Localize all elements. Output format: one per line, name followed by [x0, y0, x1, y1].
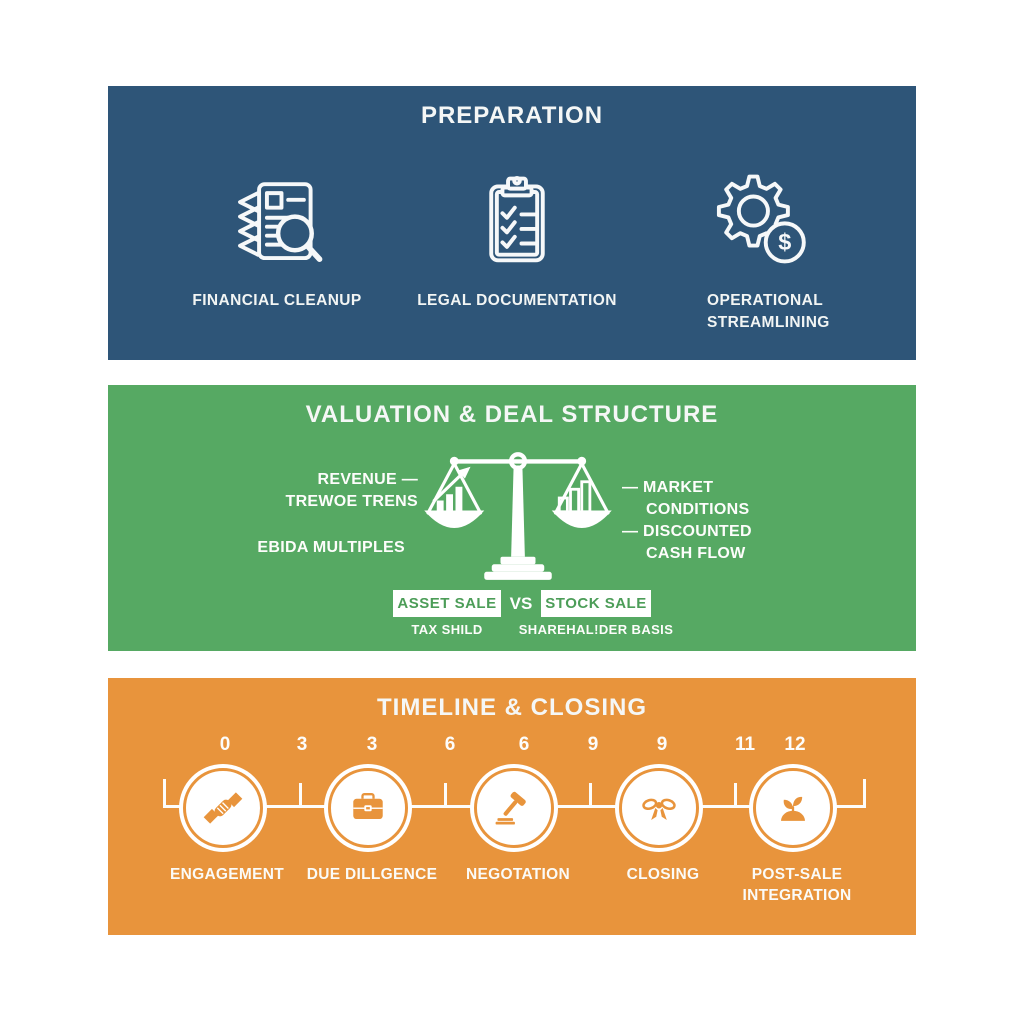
valuation-section: VALUATION & DEAL STRUCTURE [108, 385, 916, 651]
negotiation-label: NEGOTATION [465, 866, 571, 883]
month-tick-3: 6 [444, 734, 456, 755]
shareholder-basis-caption: SHAREHAL!DER BASIS [518, 622, 674, 637]
month-tick-1: 3 [296, 734, 308, 755]
revenue-trends-label: REVENUE — TREWOE TRENS [285, 471, 418, 510]
handshake-icon [203, 792, 243, 824]
closing-label: CLOSING [626, 866, 700, 883]
month-tick-0: 0 [219, 734, 231, 755]
due-diligence-circle [328, 768, 408, 848]
closing-circle [619, 768, 699, 848]
preparation-section: PREPARATION [108, 86, 916, 360]
financial-cleanup-label: FINANCIAL CLEANUP [192, 292, 362, 309]
timeline-tick [589, 783, 592, 806]
engagement-circle [183, 768, 263, 848]
clipboard-checklist-icon [461, 164, 573, 276]
engagement-label: ENGAGEMENT [169, 866, 285, 883]
gear-dollar-icon: $ [703, 164, 815, 276]
timeline-tick [299, 783, 302, 806]
month-tick-7: 11 [734, 734, 756, 755]
month-tick-5: 9 [587, 734, 599, 755]
dollar-glyph: $ [778, 229, 791, 255]
documents-magnifier-icon [221, 164, 333, 276]
month-tick-8: 12 [784, 734, 806, 755]
sprout-icon [781, 796, 805, 821]
negotiation-circle [474, 768, 554, 848]
timeline-section: TIMELINE & CLOSING 0 3 3 6 6 9 9 11 12 [108, 678, 916, 935]
operational-streamlining-label: OPERATIONAL STREAMLINING [707, 292, 830, 331]
timeline-start-tick [163, 779, 166, 806]
month-tick-6: 9 [656, 734, 668, 755]
post-sale-integration-label: POST-SALE INTEGRATION [742, 866, 852, 904]
post-sale-circle [753, 768, 833, 848]
discounted-cash-flow-label: — DISCOUNTED CASH FLOW [622, 523, 752, 562]
timeline-title: TIMELINE & CLOSING [377, 694, 647, 721]
asset-sale-box: ASSET SALE [393, 590, 501, 617]
market-conditions-label: — MARKET CONDITIONS [622, 479, 750, 518]
briefcase-icon [353, 793, 383, 820]
gavel-icon [495, 791, 526, 825]
legal-documentation-label: LEGAL DOCUMENTATION [417, 292, 617, 309]
timeline-tick [734, 783, 737, 806]
timeline-end-tick [863, 779, 866, 806]
preparation-title: PREPARATION [420, 102, 604, 129]
month-tick-4: 6 [518, 734, 530, 755]
stock-sale-box: STOCK SALE [541, 590, 651, 617]
ribbon-bow-icon [642, 798, 676, 820]
due-diligence-label: DUE DILLGENCE [306, 866, 438, 883]
vs-label: VS [509, 594, 533, 613]
month-tick-2: 3 [366, 734, 378, 755]
tax-shield-caption: TAX SHILD [411, 622, 483, 637]
ebitda-multiples-label: EBIDA MULTIPLES [257, 539, 405, 556]
timeline-tick [444, 783, 447, 806]
balance-scale-icon [418, 443, 618, 590]
valuation-title: VALUATION & DEAL STRUCTURE [305, 401, 719, 428]
